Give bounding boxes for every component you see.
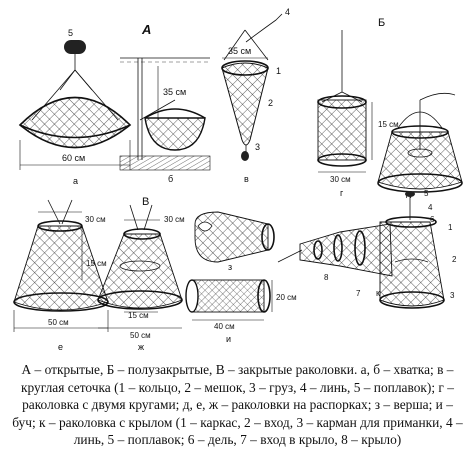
sub-label-e: е [58, 342, 63, 352]
sub-label-i: и [226, 334, 231, 344]
k-float-number: 5 [424, 189, 429, 198]
v-top-dim: 35 см [228, 46, 251, 56]
sub-label-a: а [73, 176, 78, 186]
trap-k [277, 191, 445, 309]
i-height-dim: 20 см [276, 293, 297, 302]
k-wing-number: 8 [324, 273, 329, 282]
v-ring-number: 1 [276, 66, 281, 76]
trap-diagram: А Б В 5 60 см а 35 см б [13, 7, 463, 352]
i-width-dim: 40 см [214, 322, 235, 331]
a-width-dim: 60 см [62, 153, 85, 163]
v-line-number: 4 [285, 7, 290, 17]
a-float-number: 5 [68, 28, 73, 38]
sub-label-z: з [228, 262, 232, 272]
g-width-dim: 30 см [330, 175, 351, 184]
zh-mid-dim: 15 см [128, 311, 149, 320]
b-depth-dim: 35 см [163, 87, 186, 97]
sub-label-k: к [376, 288, 380, 298]
e-top-dim: 30 см [85, 215, 106, 224]
e-width-dim: 50 см [48, 318, 69, 327]
zh-width-dim: 50 см [130, 331, 151, 340]
trap-v [221, 13, 283, 161]
figure-caption: А – открытые, Б – полузакрытые, В – закр… [12, 362, 463, 447]
trap-i [185, 279, 273, 321]
k-pocket-number: 3 [450, 291, 455, 300]
trap-a [18, 40, 132, 170]
zh-top-dim: 30 см [164, 215, 185, 224]
k-net-number: 6 [430, 215, 435, 224]
trap-z [194, 211, 275, 263]
k-wing-entry-number: 7 [356, 289, 361, 298]
e-height-dim: 15 см [86, 259, 107, 268]
sub-label-g: г [340, 188, 344, 198]
trap-b [119, 57, 211, 171]
trap-d [377, 92, 463, 193]
trap-g [317, 30, 373, 173]
sub-label-b: б [168, 174, 173, 184]
g-height-dim: 15 см [378, 120, 399, 129]
sub-label-v: в [244, 174, 249, 184]
k-frame-number: 1 [448, 223, 453, 232]
section-label-a: А [141, 22, 151, 37]
k-line-number: 4 [428, 203, 433, 212]
trap-zh [97, 204, 183, 329]
v-bag-number: 2 [268, 98, 273, 108]
section-label-b: Б [378, 17, 385, 29]
k-entry-number: 2 [452, 255, 457, 264]
section-label-v: В [142, 196, 149, 208]
sub-label-zh: ж [138, 342, 144, 352]
v-weight-number: 3 [255, 142, 260, 152]
